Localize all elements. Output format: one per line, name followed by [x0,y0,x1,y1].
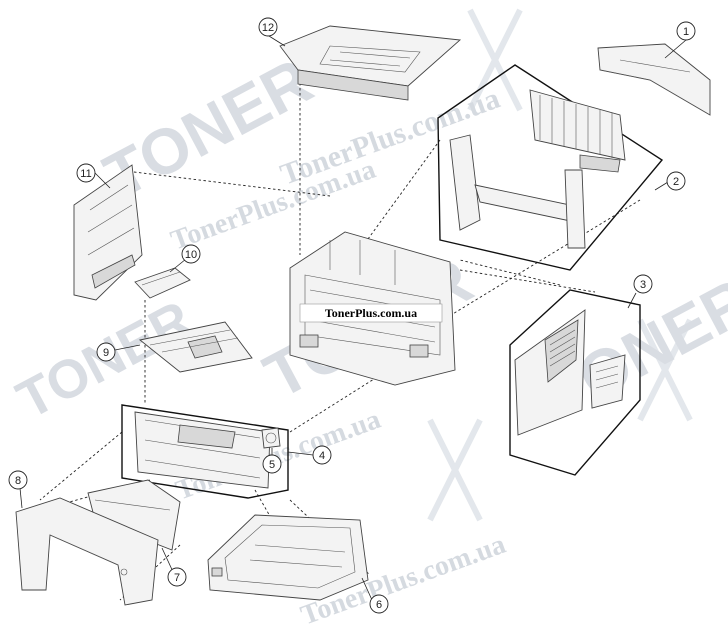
callout-12: 12 [258,17,278,37]
part-3-right-cover-frame [509,289,641,476]
callout-5: 5 [262,454,282,474]
part-8-front-bezel [15,497,159,606]
callout-11: 11 [76,163,96,183]
part-12-top-cover [279,25,462,101]
callout-10: 10 [181,244,201,264]
callout-6: 6 [369,594,389,614]
part-9-operator-panel [138,321,253,373]
callout-7: 7 [167,567,187,587]
part-5-gear [261,427,281,449]
callout-9-label: 9 [103,347,109,359]
callout-12-label: 12 [262,22,274,34]
callout-9: 9 [96,342,116,362]
callout-8-label: 8 [15,475,21,487]
callout-2-label: 2 [673,176,679,188]
callout-4-label: 4 [319,450,325,462]
part-1-rear-cover [597,43,711,116]
part-10-panel-overlay [134,267,191,299]
callout-4: 4 [312,445,332,465]
part-4-assembly-frame [121,404,289,499]
part-2-duplex-frame [437,64,664,271]
callout-8: 8 [8,470,28,490]
part-6-paper-tray [207,514,369,601]
callout-7-label: 7 [174,572,180,584]
url-banner: TonerPlus.com.ua [299,303,443,323]
callout-5-label: 5 [269,459,275,471]
url-banner-text: TonerPlus.com.ua [325,306,417,320]
watermark-x-marks [427,8,693,522]
callout-10-label: 10 [185,249,197,261]
callout-3-label: 3 [640,279,646,291]
callout-2: 2 [666,171,686,191]
callout-3: 3 [633,274,653,294]
part-11-left-cover [73,164,143,301]
callout-1-label: 1 [683,26,689,38]
callouts: 1 2 3 4 5 6 7 8 [8,17,696,614]
callout-1: 1 [676,21,696,41]
callout-6-label: 6 [376,599,382,611]
callout-11-label: 11 [80,168,91,180]
